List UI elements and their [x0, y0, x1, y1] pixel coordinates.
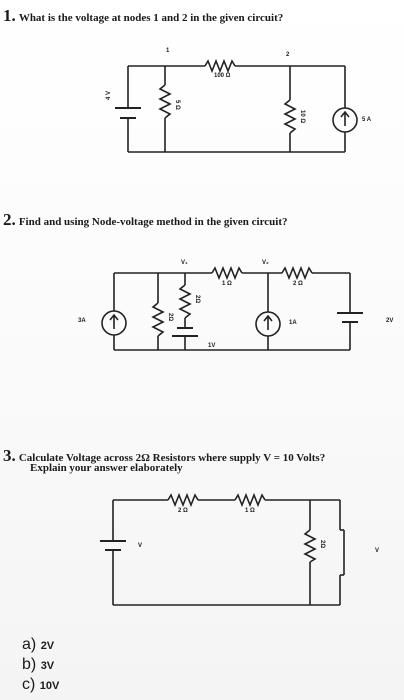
option-value: 3V [40, 660, 55, 672]
node-1-label: 1 [166, 48, 170, 54]
option-letter: c) [22, 676, 36, 693]
question-3-subtext: Explain your answer elaborately [30, 462, 183, 474]
node-2-label: 2 [286, 52, 290, 58]
option-value: 2V [40, 640, 55, 652]
option-letter: b) [22, 656, 37, 673]
current-source-3a-label: 3A [78, 318, 86, 324]
question-3: 3. Calculate Voltage across 2Ω Resistors… [3, 446, 325, 466]
option-value: 10V [39, 680, 60, 692]
node-v2-label: V₂ [262, 260, 269, 266]
question-text: What is the voltage at nodes 1 and 2 in … [18, 12, 284, 24]
question-number: 1. [3, 6, 16, 25]
resistor-100-label: 100 Ω [214, 73, 231, 79]
current-source-5a-label: 5 A [362, 117, 372, 123]
battery-2v-label: 2V [386, 318, 394, 324]
resistor-1ohm-label: 1 Ω [222, 281, 232, 287]
source-v-right-label: V [375, 548, 380, 554]
resistor-2ohm-right-label: 2Ω [319, 540, 325, 549]
battery-1v-label: 1V [208, 343, 216, 349]
question-number: 2. [3, 210, 16, 229]
resistor-2ohm-label: 2 Ω [293, 281, 303, 287]
question-text: Find and using Node-voltage method in th… [18, 216, 288, 228]
node-v1-label: V₁ [181, 260, 188, 266]
resistor-1ohm-top-label: 1 Ω [245, 508, 255, 514]
option-a[interactable]: a) 2V [22, 636, 54, 654]
resistor-2ohm-top-label: 2 Ω [178, 508, 188, 514]
question-number: 3. [3, 446, 16, 465]
option-c[interactable]: c) 10V [22, 676, 59, 694]
circuit-2-diagram [101, 265, 363, 351]
question-2: 2. Find and using Node-voltage method in… [3, 210, 288, 230]
option-b[interactable]: b) 3V [22, 656, 54, 674]
source-v-left-label: V [138, 543, 143, 549]
option-letter: a) [22, 636, 37, 653]
circuit-1-diagram [115, 58, 358, 153]
question-1: 1. What is the voltage at nodes 1 and 2 … [3, 6, 283, 26]
question-text: Calculate Voltage across 2Ω Resistors wh… [18, 452, 326, 464]
current-source-1a-label: 1A [289, 320, 297, 326]
